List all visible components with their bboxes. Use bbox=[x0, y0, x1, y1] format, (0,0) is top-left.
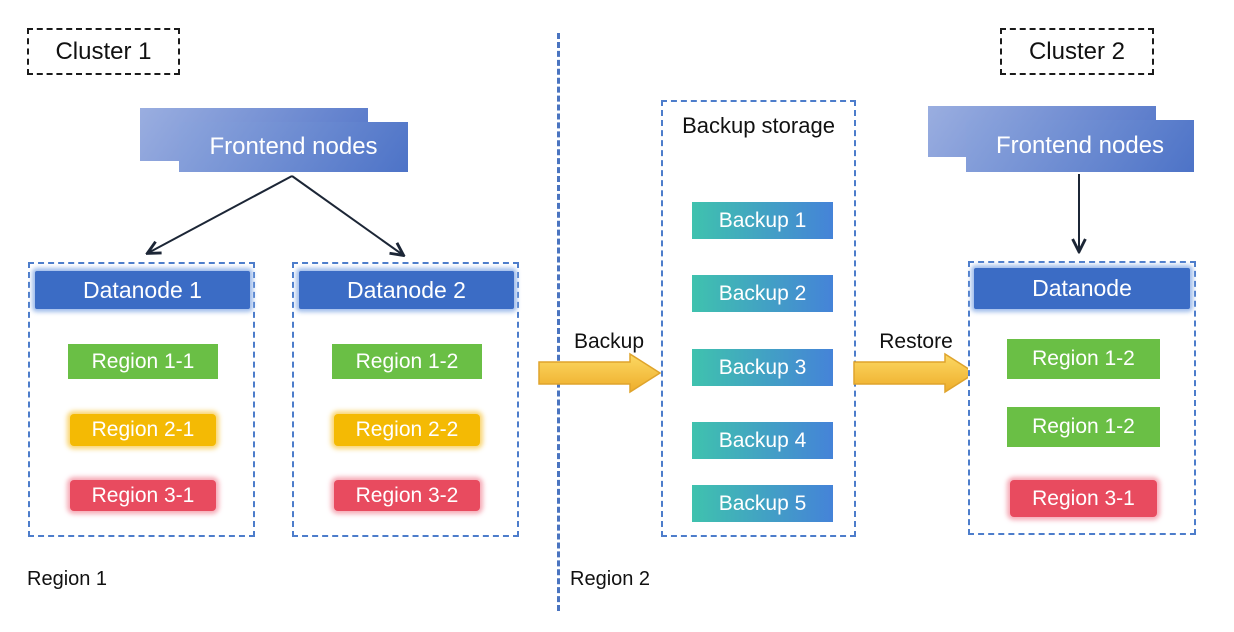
backup-item: Backup 2 bbox=[692, 275, 833, 312]
region-label: Region 3-1 bbox=[1032, 486, 1135, 510]
region-box: Region 1-2 bbox=[1007, 407, 1160, 447]
region-box: Region 2-2 bbox=[334, 414, 480, 446]
cluster1-frontend-box: Frontend nodes bbox=[179, 122, 408, 172]
backup-item: Backup 3 bbox=[692, 349, 833, 386]
region-label: Region 1-2 bbox=[1032, 347, 1135, 370]
cluster1-label-box: Cluster 1 bbox=[27, 28, 180, 75]
region-label: Region 3-2 bbox=[355, 483, 459, 507]
region-label: Region 2-2 bbox=[355, 418, 459, 441]
region-label: Region 1-2 bbox=[1032, 415, 1135, 438]
datanode2-container: Datanode 2 Region 1-2 Region 2-2 Region … bbox=[292, 262, 519, 537]
region-label: Region 2-1 bbox=[91, 418, 195, 441]
cluster1-frontend-label: Frontend nodes bbox=[209, 133, 378, 160]
backup-item: Backup 1 bbox=[692, 202, 833, 239]
backup-flow-label: Backup bbox=[573, 330, 645, 353]
region-box: Region 3-1 bbox=[70, 480, 216, 511]
region-label: Region 1-1 bbox=[91, 349, 195, 373]
cluster1-label: Cluster 1 bbox=[55, 37, 152, 65]
backup-storage-container: Backup storage Backup 1 Backup 2 Backup … bbox=[661, 100, 856, 537]
backup-item: Backup 5 bbox=[692, 485, 833, 522]
cluster2-datanode-container: Datanode Region 1-2 Region 1-2 Region 3-… bbox=[968, 261, 1196, 535]
frontend-to-datanode2-arrow bbox=[291, 175, 403, 255]
cluster2-frontend-box: Frontend nodes bbox=[966, 120, 1194, 172]
backup-storage-title: Backup storage bbox=[682, 113, 835, 138]
datanode2-header: Datanode 2 bbox=[299, 271, 514, 309]
region-label: Region 1-2 bbox=[355, 349, 459, 373]
region1-footer-label: Region 1 bbox=[27, 568, 108, 590]
cluster2-datanode-header: Datanode bbox=[974, 268, 1190, 309]
cluster2-label: Cluster 2 bbox=[1028, 37, 1126, 65]
restore-arrow-icon bbox=[853, 352, 977, 394]
cluster2-label-box: Cluster 2 bbox=[1000, 28, 1154, 75]
cluster2-datanode-title: Datanode bbox=[1032, 275, 1132, 301]
region-box: Region 2-1 bbox=[70, 414, 216, 446]
region-box: Region 1-2 bbox=[1007, 339, 1160, 379]
datanode1-container: Datanode 1 Region 1-1 Region 2-1 Region … bbox=[28, 262, 255, 537]
cluster2-frontend-label: Frontend nodes bbox=[995, 132, 1165, 159]
region-box: Region 3-2 bbox=[334, 480, 480, 511]
restore-flow-label: Restore bbox=[879, 330, 953, 353]
backup-item: Backup 4 bbox=[692, 422, 833, 459]
region-box: Region 3-1 bbox=[1010, 480, 1157, 517]
region-divider-line bbox=[557, 33, 560, 611]
region-box: Region 1-1 bbox=[68, 344, 218, 379]
datanode1-header: Datanode 1 bbox=[35, 271, 250, 309]
datanode2-title: Datanode 2 bbox=[347, 276, 466, 303]
region-label: Region 3-1 bbox=[91, 483, 195, 507]
region-box: Region 1-2 bbox=[332, 344, 482, 379]
frontend-to-datanode1-arrow bbox=[148, 175, 293, 253]
region2-footer-label: Region 2 bbox=[570, 568, 651, 590]
backup-arrow-icon bbox=[538, 352, 662, 394]
datanode1-title: Datanode 1 bbox=[83, 276, 202, 303]
